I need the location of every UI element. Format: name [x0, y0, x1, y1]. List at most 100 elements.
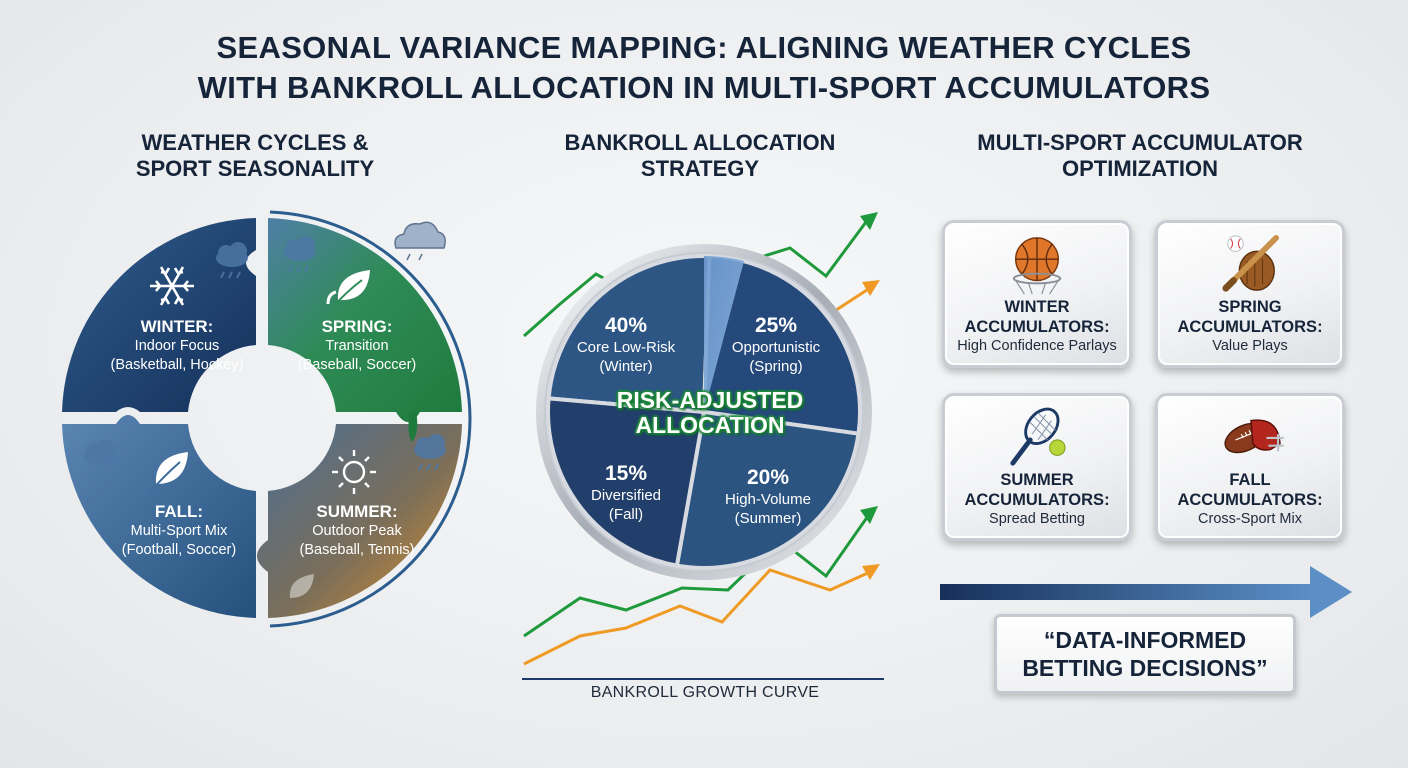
spring-card-subtitle: Value Plays — [1212, 338, 1288, 354]
tennis-racket-icon — [1010, 407, 1066, 466]
bankroll-growth-curve-label: BANKROLL GROWTH CURVE — [590, 684, 820, 701]
summer-accumulator-card: SUMMER ACCUMULATORS: Spread Betting — [942, 393, 1132, 541]
winter-line-2: (Basketball, Hockey) — [110, 357, 244, 373]
weather-cycles-heading: WEATHER CYCLES & SPORT SEASONALITY — [90, 130, 420, 182]
spring-line-1: Transition — [325, 338, 389, 354]
slice-winter-line-2: (Winter) — [599, 358, 653, 375]
slice-winter-text: 40% Core Low-Risk (Winter) — [556, 314, 696, 376]
fall-line-2: (Football, Soccer) — [121, 542, 237, 558]
bankroll-allocation-heading: BANKROLL ALLOCATION STRATEGY — [520, 130, 880, 182]
spring-segment-text: SPRING: Transition (Baseball, Soccer) — [282, 317, 432, 375]
summer-segment — [257, 424, 462, 618]
winter-segment — [62, 218, 256, 412]
slice-spring-line-2: (Spring) — [749, 358, 803, 375]
spring-accumulator-card: SPRING ACCUMULATORS: Value Plays — [1155, 220, 1345, 368]
summer-line-2: (Baseball, Tennis) — [299, 542, 415, 558]
growth-curve-orange-bottom — [523, 568, 871, 666]
page-title: SEASONAL VARIANCE MAPPING: ALIGNING WEAT… — [0, 28, 1408, 108]
spring-card-title-2: ACCUMULATORS: — [1177, 318, 1323, 336]
pie-highlight — [704, 255, 744, 412]
center-label-line-2: ALLOCATION — [635, 412, 785, 438]
bankroll-heading-line-1: BANKROLL ALLOCATION — [564, 130, 836, 155]
fall-line-1: Multi-Sport Mix — [130, 523, 228, 539]
slice-fall-percent: 15% — [604, 462, 648, 485]
slice-spring-text: 25% Opportunistic (Spring) — [706, 314, 846, 376]
pie-slice-fall — [546, 396, 707, 568]
risk-adjusted-allocation-label: RISK-ADJUSTED ALLOCATION — [560, 388, 860, 438]
summer-card-title-1: SUMMER — [1000, 471, 1074, 489]
accum-heading-line-2: OPTIMIZATION — [1061, 156, 1219, 181]
weather-heading-line-1: WEATHER CYCLES & — [141, 130, 369, 155]
winter-segment-text: WINTER: Indoor Focus (Basketball, Hockey… — [102, 317, 252, 375]
accumulator-optimization-heading: MULTI-SPORT ACCUMULATOR OPTIMIZATION — [940, 130, 1340, 182]
title-line-2: WITH BANKROLL ALLOCATION IN MULTI-SPORT … — [197, 70, 1211, 105]
pie-slice-winter — [546, 254, 712, 415]
growth-curve-green-bottom — [523, 515, 870, 638]
winter-card-title: WINTER ACCUMULATORS: — [945, 297, 1129, 337]
bankroll-heading-line-2: STRATEGY — [640, 156, 760, 181]
outer-arc-top — [269, 210, 472, 419]
winter-label: WINTER: — [140, 317, 214, 336]
summer-card-title-2: ACCUMULATORS: — [964, 491, 1110, 509]
winter-card-title-2: ACCUMULATORS: — [964, 318, 1110, 336]
quote-line-1: “DATA-INFORMED — [1043, 627, 1247, 653]
winter-accumulator-card: WINTER ACCUMULATORS: High Confidence Par… — [942, 220, 1132, 368]
winter-line-1: Indoor Focus — [134, 338, 220, 354]
summer-segment-text: SUMMER: Outdoor Peak (Baseball, Tennis) — [282, 502, 432, 560]
baseball-bat-glove-icon — [1222, 234, 1280, 292]
spring-label: SPRING: — [321, 317, 393, 336]
arrowhead-orange-bottom — [862, 564, 880, 580]
rain-cloud-icon — [84, 236, 446, 477]
pie-slices — [546, 254, 863, 570]
summer-card-title: SUMMER ACCUMULATORS: — [945, 470, 1129, 510]
spring-card-title: SPRING ACCUMULATORS: — [1158, 297, 1342, 337]
title-line-1: SEASONAL VARIANCE MAPPING: ALIGNING WEAT… — [216, 30, 1192, 65]
summer-label: SUMMER: — [316, 502, 398, 521]
slice-winter-line-1: Core Low-Risk — [576, 339, 676, 356]
allocation-pie — [536, 244, 872, 580]
pie-slice-summer — [674, 409, 861, 570]
accum-heading-line-1: MULTI-SPORT ACCUMULATOR — [977, 130, 1303, 155]
slice-fall-line-1: Diversified — [590, 487, 662, 504]
slice-summer-percent: 20% — [746, 466, 790, 489]
summer-line-1: Outdoor Peak — [312, 523, 402, 539]
fall-card-title: FALL ACCUMULATORS: — [1158, 470, 1342, 510]
slice-summer-text: 20% High-Volume (Summer) — [698, 466, 838, 528]
spring-drip — [408, 412, 418, 442]
slice-winter-percent: 40% — [604, 314, 648, 337]
slice-summer-line-2: (Summer) — [734, 510, 802, 527]
outer-arc-bottom — [269, 417, 472, 628]
spring-segment — [268, 218, 462, 422]
weather-cycle-ring — [62, 210, 472, 628]
center-label-line-1: RISK-ADJUSTED — [616, 387, 804, 413]
fall-card-subtitle: Cross-Sport Mix — [1198, 511, 1302, 527]
storm-cloud-icon — [394, 221, 446, 261]
fall-card-title-1: FALL — [1229, 471, 1271, 489]
arrowhead-orange-top — [862, 280, 880, 296]
quote-line-2: BETTING DECISIONS” — [1022, 655, 1268, 681]
summer-card-subtitle: Spread Betting — [989, 511, 1085, 527]
fall-card-title-2: ACCUMULATORS: — [1177, 491, 1323, 509]
progress-arrow — [940, 566, 1352, 618]
slice-fall-text: 15% Diversified (Fall) — [556, 462, 696, 524]
slice-fall-line-2: (Fall) — [608, 506, 644, 523]
faint-leaf-icon — [289, 574, 314, 598]
data-informed-quote-box: “DATA-INFORMED BETTING DECISIONS” — [994, 614, 1296, 694]
slice-spring-line-1: Opportunistic — [731, 339, 821, 356]
fall-leaf-icon — [149, 452, 188, 493]
winter-card-title-1: WINTER — [1004, 298, 1070, 316]
arrowhead-green-top — [860, 212, 878, 230]
slice-summer-line-1: High-Volume — [725, 491, 811, 508]
fall-segment-text: FALL: Multi-Sport Mix (Football, Soccer) — [104, 502, 254, 560]
football-helmet-icon — [1224, 419, 1284, 454]
weather-heading-line-2: SPORT SEASONALITY — [135, 156, 375, 181]
fall-label: FALL: — [154, 502, 204, 521]
spring-line-2: (Baseball, Soccer) — [297, 357, 417, 373]
sun-icon — [332, 450, 376, 494]
snowflake-icon — [150, 266, 194, 306]
spring-leaf-icon — [326, 270, 370, 309]
basketball-icon — [1012, 237, 1062, 295]
arrowhead-green-bottom — [860, 506, 878, 524]
fall-segment — [62, 415, 256, 618]
